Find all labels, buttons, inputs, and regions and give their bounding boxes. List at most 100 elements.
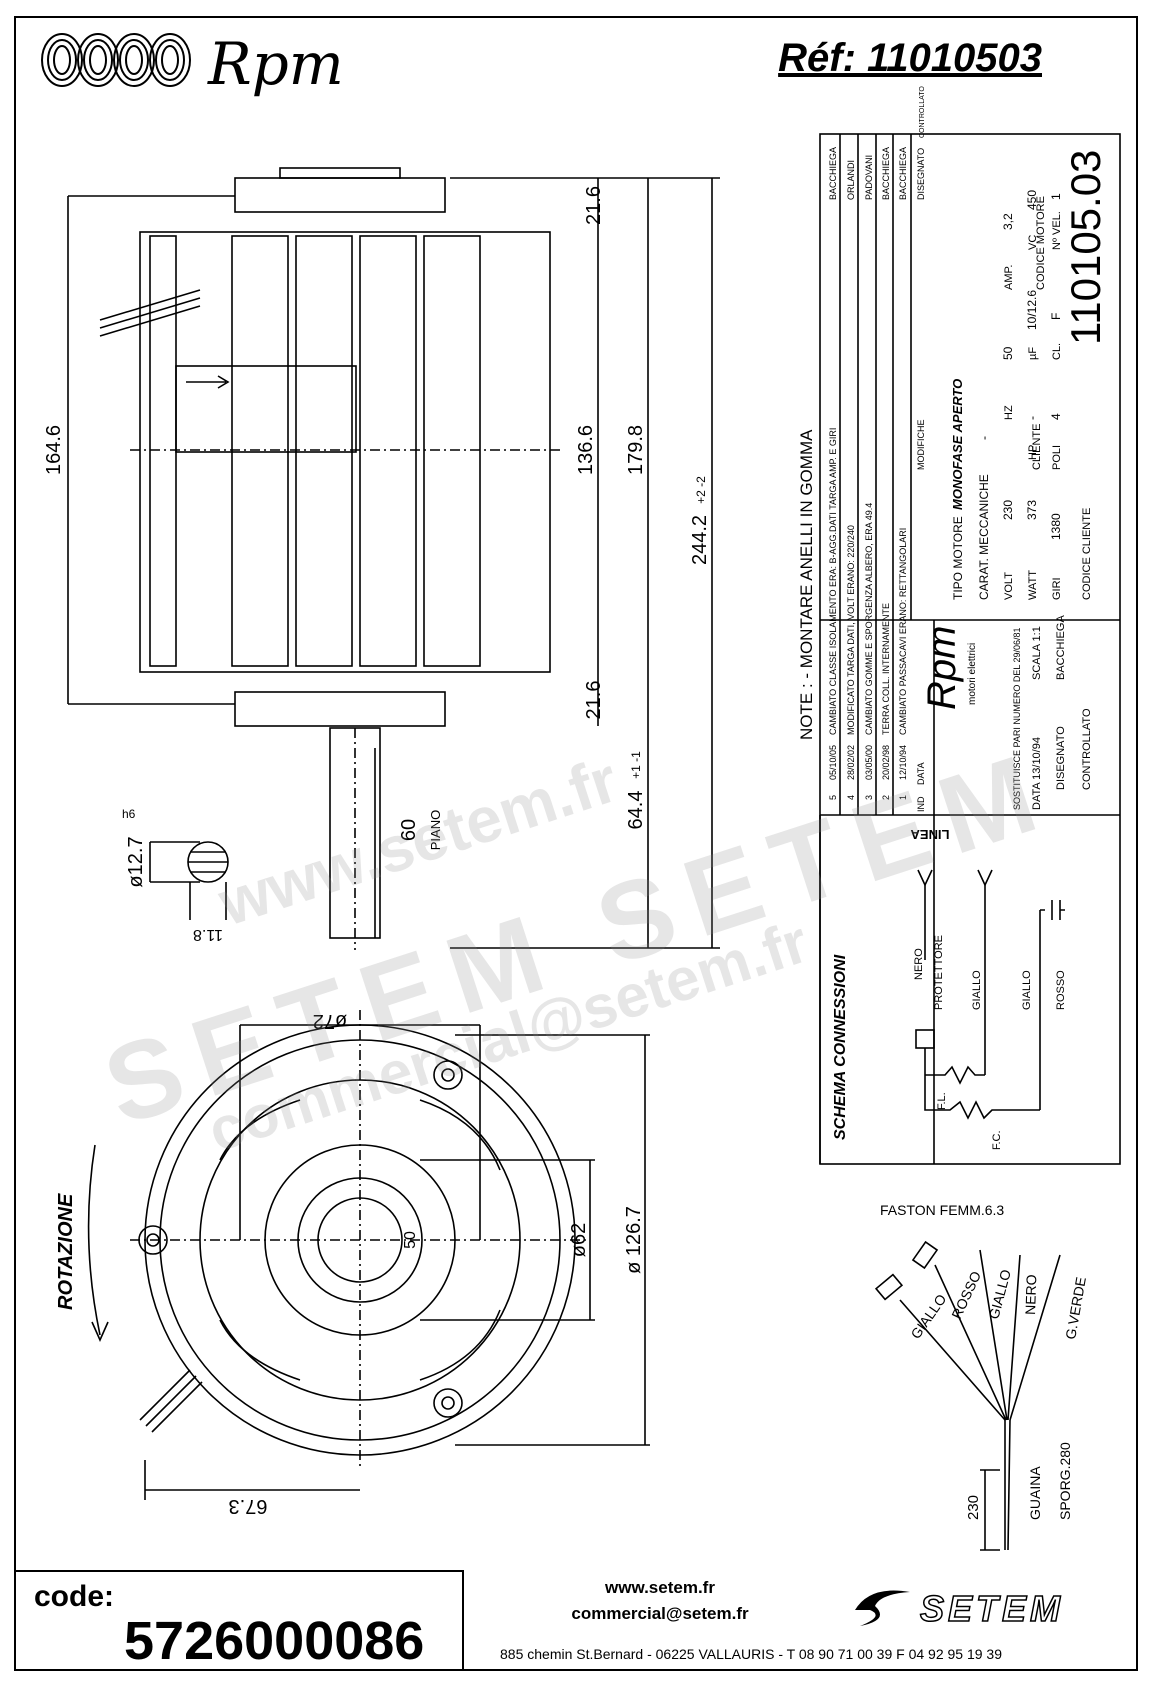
lead-gverde: G.VERDE [1062, 1276, 1089, 1341]
rev-4-by: ORLANDI [846, 160, 856, 200]
reference-number: Réf: 11010503 [778, 36, 1042, 80]
rev-4-n: 4 [846, 795, 856, 800]
spec-uf-value: 10/12.6 [1025, 290, 1039, 330]
spec-uf-label: µF [1027, 347, 1039, 360]
spec-vel-value: 1 [1049, 193, 1063, 200]
dim-67-3: 67.3 [229, 1495, 268, 1517]
rev-header-controllato: CONTROLLATO [919, 86, 926, 138]
label-piano: PIANO [428, 810, 443, 850]
bottom-flange [234, 691, 446, 727]
lead-nero: NERO [1022, 1274, 1039, 1315]
dim-72: ø72 [313, 1010, 347, 1032]
spec-vc-label: VC [1027, 235, 1039, 250]
rev-5-text: CAMBIATO CLASSE ISOLAMENTO ERA: B-AGG.DA… [828, 428, 838, 735]
rev-1-text: CAMBIATO PASSACAVI ERANO: RETTANGOLARI [898, 528, 908, 735]
address: 885 chemin St.Bernard - 06225 VALLAURIS … [500, 1646, 1002, 1662]
dim-179-8: 179.8 [625, 425, 647, 475]
spec-giri-value: 1380 [1049, 513, 1063, 540]
dim-50: 50 [402, 1231, 419, 1249]
tol-64: +1 -1 [629, 751, 643, 779]
spec-hz-value: 50 [1001, 346, 1015, 360]
schema-linea: LINEA [910, 827, 950, 842]
schema-fc: F.C. [991, 1130, 1003, 1150]
schema-fl: F.L. [936, 1092, 948, 1110]
dim-21-6-top: 21.6 [583, 186, 605, 225]
rev-header-data: DATA [916, 762, 926, 785]
rev-4-date: 28/02/02 [846, 745, 856, 780]
spec-vc-value: 450 [1025, 190, 1039, 210]
spec-cl-value: F [1049, 313, 1063, 320]
tb-company: Rpm [920, 626, 964, 710]
setem-logo: SETEM [919, 1587, 1065, 1630]
top-flange [234, 177, 446, 213]
spec-giri-label: GIRI [1051, 577, 1063, 600]
tb-date: DATA 13/10/94 [1031, 737, 1043, 810]
schema-nero: NERO [913, 948, 925, 980]
tb-client-label: CLIENTE [1031, 424, 1043, 470]
rev-2-by: BACCHIEGA [881, 147, 891, 200]
rev-header-ind: IND [916, 796, 926, 812]
tb-designed-by: BACCHIEGA [1055, 615, 1067, 680]
tb-motor-code-label: CODICE MOTORE [1035, 196, 1047, 290]
lead-sporg: SPORG.280 [1057, 1442, 1073, 1520]
rev-5-by: BACCHIEGA [828, 147, 838, 200]
rev-header-modifiche: MODIFICHE [916, 420, 926, 471]
schema-giallo2: GIALLO [1021, 970, 1033, 1010]
tb-motor-code: 110105.03 [1062, 150, 1109, 345]
dim-62: ø62 [568, 1223, 590, 1257]
dim-136-6: 136.6 [575, 425, 597, 475]
shaft-tolerance: h6 [122, 807, 136, 821]
rpm-logo-rings [40, 30, 200, 95]
spec-watt-value: 373 [1025, 500, 1039, 520]
rev-1-by: BACCHIEGA [898, 147, 908, 200]
tb-designed-label: DISEGNATO [1055, 726, 1067, 790]
website-link[interactable]: www.setem.fr [605, 1578, 715, 1597]
rev-2-text: TERRA COLL. INTERNAMENTE [881, 603, 891, 735]
rev-2-date: 20/02/98 [881, 745, 891, 780]
dim-64-4: 64.4 [625, 791, 647, 830]
rev-1-date: 12/10/94 [898, 745, 908, 780]
title-block [819, 133, 1121, 1165]
rev-4-text: MODIFICATO TARGA DATI, VOLT ERANO: 220/2… [846, 525, 856, 735]
tb-client-code-label: CODICE CLIENTE [1081, 508, 1093, 600]
nameplate [175, 365, 357, 453]
dim-flat: 11.8 [193, 926, 223, 943]
rev-5-n: 5 [828, 795, 838, 800]
tb-motor-type-label: TIPO MOTORE [951, 516, 965, 600]
spec-volt-value: 230 [1001, 500, 1015, 520]
spec-volt-label: VOLT [1003, 572, 1015, 600]
rev-3-n: 3 [864, 795, 874, 800]
rev-1-n: 1 [898, 795, 908, 800]
rev-3-date: 03/05/00 [864, 745, 874, 780]
motor-body [139, 231, 551, 673]
tb-mech-value: - [977, 436, 991, 440]
rev-2-n: 2 [881, 795, 891, 800]
schema-title: SCHEMA CONNESSIONI [832, 954, 849, 1140]
product-code-box: code: 5726000086 [14, 1570, 464, 1671]
dim-164-6: 164.6 [43, 425, 65, 475]
schema-protettore: PROTETTORE [933, 935, 945, 1010]
tb-motor-type: MONOFASE APERTO [950, 379, 965, 510]
spec-hp-label: HP [1027, 445, 1039, 460]
code-value: 5726000086 [124, 1611, 425, 1671]
schema-rosso: ROSSO [1055, 970, 1067, 1010]
leads-title: FASTON FEMM.6.3 [880, 1202, 1004, 1218]
spec-amp-value: 3,2 [1001, 213, 1015, 230]
dim-244-2: 244.2 [689, 515, 711, 565]
spec-hp-value: - [1025, 416, 1039, 420]
rev-header-disegnato: DISEGNATO [916, 148, 926, 200]
rev-3-by: PADOVANI [864, 155, 874, 200]
spec-poli-value: 4 [1049, 413, 1063, 420]
code-label: code: [34, 1580, 115, 1613]
rev-5-date: 05/10/05 [828, 745, 838, 780]
tb-company-sub: motori elettrici [967, 643, 978, 705]
lead-dim-230: 230 [965, 1495, 982, 1520]
spec-poli-label: POLI [1051, 445, 1063, 470]
email-link[interactable]: commercial@setem.fr [571, 1604, 749, 1623]
spec-vel-label: Nº VEL. [1051, 211, 1063, 250]
tol-244: +2 -2 [694, 476, 708, 504]
spec-amp-label: AMP. [1003, 265, 1015, 290]
schema-giallo1: GIALLO [971, 970, 983, 1010]
dim-shaft-dia: ø12.7 [125, 836, 147, 887]
